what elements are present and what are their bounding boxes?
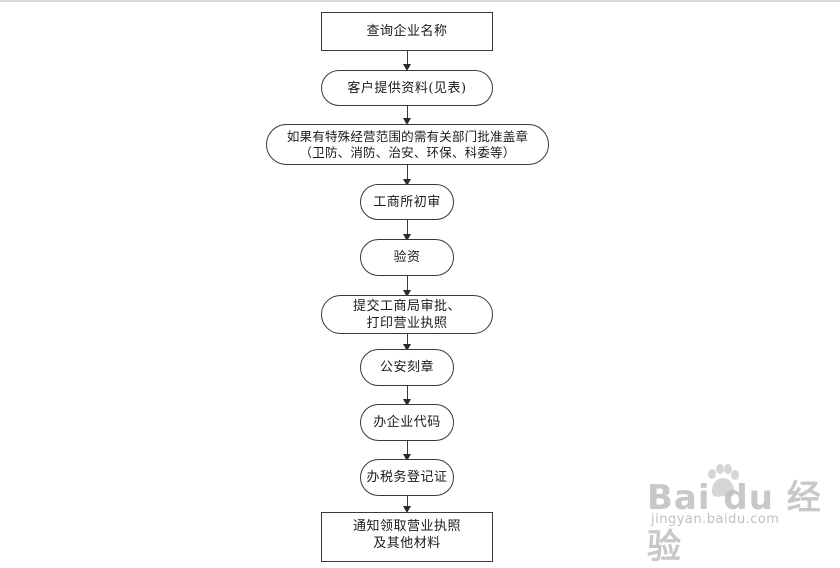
arrow-head-4-5 bbox=[403, 234, 411, 241]
arrow-head-7-8 bbox=[403, 399, 411, 406]
step-label-line-2: 打印营业执照 bbox=[366, 315, 448, 331]
baidu-jingyan-watermark: Bai du 经验 jingyan.baidu.com bbox=[647, 462, 822, 567]
arrow-head-2-3 bbox=[403, 118, 411, 125]
step-police-seal: 公安刻章 bbox=[360, 349, 454, 386]
step-submit-approval: 提交工商局审批、 打印营业执照 bbox=[321, 295, 493, 334]
connector-9-10 bbox=[407, 496, 409, 507]
connector-6-7 bbox=[407, 334, 409, 345]
connector-3-4 bbox=[407, 165, 409, 180]
step-label: 查询企业名称 bbox=[366, 24, 448, 39]
connector-8-9 bbox=[407, 441, 409, 455]
step-label: 公安刻章 bbox=[379, 360, 434, 375]
step-collect-license: 通知领取营业执照 及其他材料 bbox=[321, 512, 493, 562]
step-label: 办企业代码 bbox=[373, 415, 441, 430]
step-label: 客户提供资料(见表) bbox=[347, 80, 467, 96]
step-query-company-name: 查询企业名称 bbox=[321, 12, 493, 51]
step-client-provide-materials: 客户提供资料(见表) bbox=[321, 70, 493, 106]
step-label: 验资 bbox=[393, 250, 421, 265]
connector-2-3 bbox=[407, 106, 409, 119]
arrow-head-1-2 bbox=[403, 64, 411, 71]
step-label-line-1: 提交工商局审批、 bbox=[352, 298, 461, 314]
arrow-head-6-7 bbox=[403, 344, 411, 351]
step-label-line-1: 如果有特殊经营范围的需有关部门批准盖章 bbox=[286, 128, 529, 144]
step-label: 办税务登记证 bbox=[366, 470, 448, 485]
step-special-approval: 如果有特殊经营范围的需有关部门批准盖章 （卫防、消防、治安、环保、科委等） bbox=[266, 124, 549, 165]
arrow-head-8-9 bbox=[403, 454, 411, 461]
step-label: 工商所初审 bbox=[373, 194, 441, 210]
step-initial-review: 工商所初审 bbox=[360, 184, 454, 220]
step-label-line-1: 通知领取营业执照 bbox=[352, 519, 461, 534]
step-org-code: 办企业代码 bbox=[360, 404, 454, 441]
step-label-line-2: （卫防、消防、治安、环保、科委等） bbox=[299, 144, 516, 160]
connector-1-2 bbox=[407, 51, 409, 65]
arrow-head-3-4 bbox=[403, 179, 411, 186]
watermark-url: jingyan.baidu.com bbox=[651, 512, 780, 527]
step-tax-registration: 办税务登记证 bbox=[360, 459, 454, 496]
arrow-head-9-10 bbox=[403, 506, 411, 513]
top-border bbox=[0, 0, 840, 2]
arrow-head-5-6 bbox=[403, 290, 411, 297]
connector-4-5 bbox=[407, 220, 409, 235]
paw-icon bbox=[708, 464, 739, 497]
step-capital-verification: 验资 bbox=[360, 239, 454, 276]
connector-7-8 bbox=[407, 386, 409, 400]
step-label-line-2: 及其他材料 bbox=[373, 536, 441, 551]
connector-5-6 bbox=[407, 276, 409, 291]
